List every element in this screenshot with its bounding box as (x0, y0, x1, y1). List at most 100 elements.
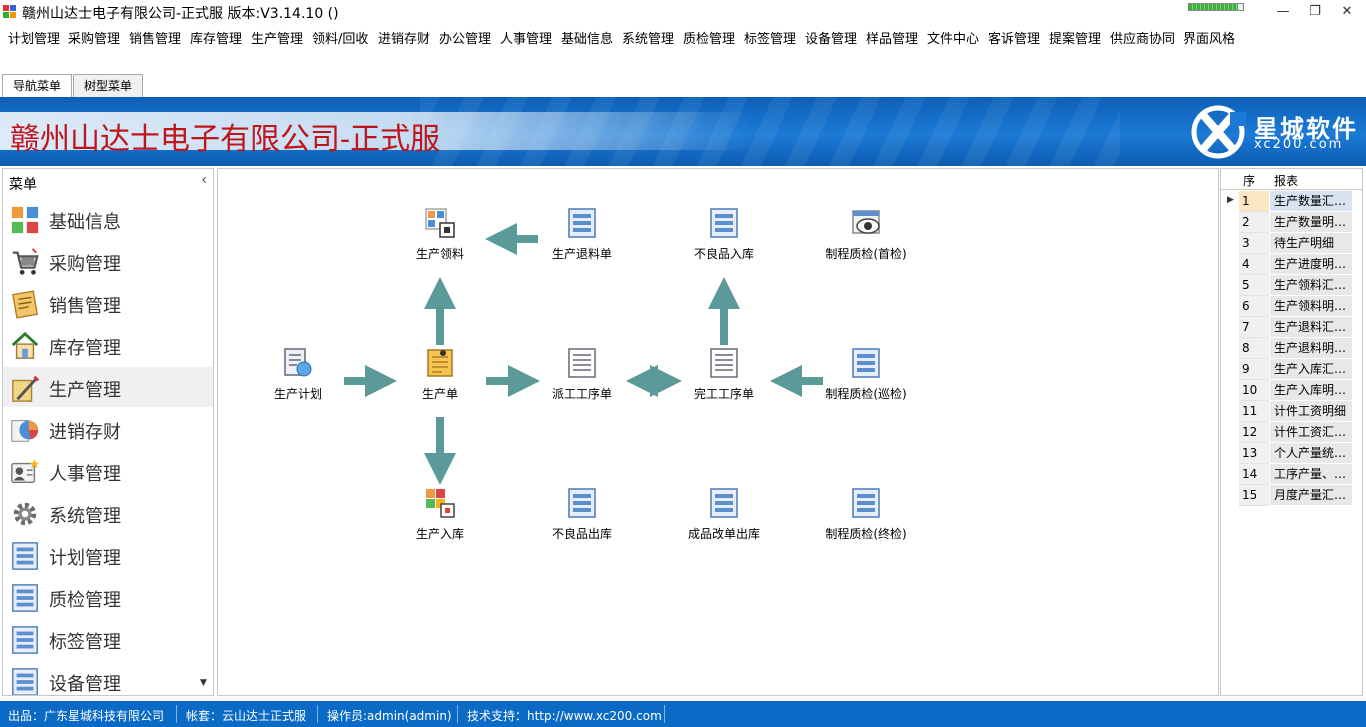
tab-tree-menu[interactable]: 树型菜单 (73, 74, 143, 98)
flow-node-qc_first[interactable]: 制程质检(首检) (816, 207, 916, 262)
memory-progress-bar (1188, 3, 1244, 11)
flow-node-dispatch[interactable]: 派工工序单 (532, 347, 632, 402)
flow-node-defect_out[interactable]: 不良品出库 (532, 487, 632, 542)
menu-item[interactable]: 样品管理 (866, 32, 919, 47)
menu-item[interactable]: 进销存财 (378, 32, 431, 47)
status-operator: 操作员:admin(admin) (327, 709, 452, 723)
menu-item[interactable]: 销售管理 (129, 32, 182, 47)
menu-item[interactable]: 界面风格 (1183, 32, 1236, 47)
menu-item[interactable]: 文件中心 (927, 32, 980, 47)
sidebar-item-label: 计划管理 (49, 548, 121, 569)
menu-item[interactable]: 提案管理 (1049, 32, 1102, 47)
tab-nav-menu[interactable]: 导航菜单 (2, 74, 72, 99)
sidebar-item-label: 采购管理 (49, 254, 121, 275)
report-row-name: 月度产量汇总表 (1270, 485, 1352, 506)
flow-node-defect_in[interactable]: 不良品入库 (674, 207, 774, 262)
close-button[interactable]: ✕ (1341, 4, 1353, 19)
flow-node-label: 不良品入库 (693, 247, 754, 261)
sidebar-item[interactable]: 设备管理 (3, 661, 213, 695)
menu-item[interactable]: 生产管理 (251, 32, 304, 47)
report-row-name: 生产领料汇总表 (1270, 275, 1352, 296)
report-row-index: 11 (1239, 401, 1269, 422)
flow-node-order[interactable]: 生产单 (390, 347, 490, 402)
minimize-button[interactable]: — (1276, 4, 1290, 19)
flow-node-label: 制程质检(首检) (825, 247, 907, 261)
flow-node-label: 生产领料 (415, 247, 464, 261)
sidebar-item[interactable]: 基础信息 (3, 199, 213, 239)
sidebar-item[interactable]: 销售管理 (3, 283, 213, 323)
flow-node-qc_final[interactable]: 制程质检(终检) (816, 487, 916, 542)
report-row-index: 9 (1239, 359, 1269, 380)
menu-item[interactable]: 系统管理 (622, 32, 675, 47)
sidebar-item[interactable]: 人事管理 (3, 451, 213, 491)
list-doc-icon (10, 583, 40, 613)
sidebar-item-label: 进销存财 (49, 422, 121, 443)
restore-button[interactable]: ❐ (1309, 4, 1321, 19)
color-grid-icon (424, 487, 456, 519)
report-row-name: 工序产量、工资表 (1270, 464, 1352, 485)
menu-item[interactable]: 基础信息 (561, 32, 614, 47)
sidebar-item-label: 销售管理 (49, 296, 121, 317)
flow-node-stock_in[interactable]: 生产入库 (390, 487, 490, 542)
eye-inspect-icon (850, 207, 882, 239)
flow-node-label: 派工工序单 (551, 387, 612, 401)
menu-item[interactable]: 办公管理 (439, 32, 492, 47)
flow-node-pick[interactable]: 生产领料 (390, 207, 490, 262)
menu-item[interactable]: 人事管理 (500, 32, 553, 47)
sidebar-item-label: 生产管理 (49, 380, 121, 401)
flow-node-return[interactable]: 生产退料单 (532, 207, 632, 262)
menu-item[interactable]: 标签管理 (744, 32, 797, 47)
id-card-icon (10, 457, 40, 487)
menu-item[interactable]: 设备管理 (805, 32, 858, 47)
flow-node-finish[interactable]: 完工工序单 (674, 347, 774, 402)
flow-node-label: 制程质检(巡检) (825, 387, 907, 401)
sidebar-item[interactable]: 采购管理 (3, 241, 213, 281)
menu-item[interactable]: 客诉管理 (988, 32, 1041, 47)
flow-node-plan[interactable]: 生产计划 (248, 347, 348, 402)
sidebar-item[interactable]: 进销存财 (3, 409, 213, 449)
sidebar-scroll-down-icon[interactable]: ▼ (200, 678, 207, 688)
flow-node-rework_out[interactable]: 成品改单出库 (674, 487, 774, 542)
menu-item[interactable]: 供应商协同 (1110, 32, 1176, 47)
flow-node-label: 生产退料单 (551, 247, 612, 261)
sidebar-item[interactable]: 计划管理 (3, 535, 213, 575)
report-row-name: 生产入库明细表 (1270, 380, 1352, 401)
sidebar-item[interactable]: 库存管理 (3, 325, 213, 365)
flow-node-qc_patrol[interactable]: 制程质检(巡检) (816, 347, 916, 402)
sidebar-item[interactable]: 质检管理 (3, 577, 213, 617)
sidebar-item[interactable]: 生产管理 (3, 367, 213, 407)
menu-item[interactable]: 采购管理 (68, 32, 121, 47)
flow-node-label: 生产单 (421, 387, 458, 401)
row-pointer-icon: ▶ (1227, 195, 1234, 205)
menu-item[interactable]: 领料/回收 (312, 32, 369, 47)
window-title: 赣州山达士电子有限公司-正式服 版本:V3.14.10 () (22, 6, 339, 22)
lines-doc-icon (566, 347, 598, 379)
report-row-index: 7 (1239, 317, 1269, 338)
menu-item[interactable]: 质检管理 (683, 32, 736, 47)
sidebar-item[interactable]: 系统管理 (3, 493, 213, 533)
sidebar-item-label: 系统管理 (49, 506, 121, 527)
report-row-index: 12 (1239, 422, 1269, 443)
list-doc-icon (10, 667, 40, 695)
sidebar-item[interactable]: 标签管理 (3, 619, 213, 659)
grid-icon (10, 205, 40, 235)
title-bar: 赣州山达士电子有限公司-正式服 版本:V3.14.10 () — ❐ ✕ (0, 0, 1366, 24)
menu-item[interactable]: 计划管理 (8, 32, 61, 47)
menu-item[interactable]: 库存管理 (190, 32, 243, 47)
sidebar-collapse-button[interactable]: ‹ (201, 172, 207, 188)
